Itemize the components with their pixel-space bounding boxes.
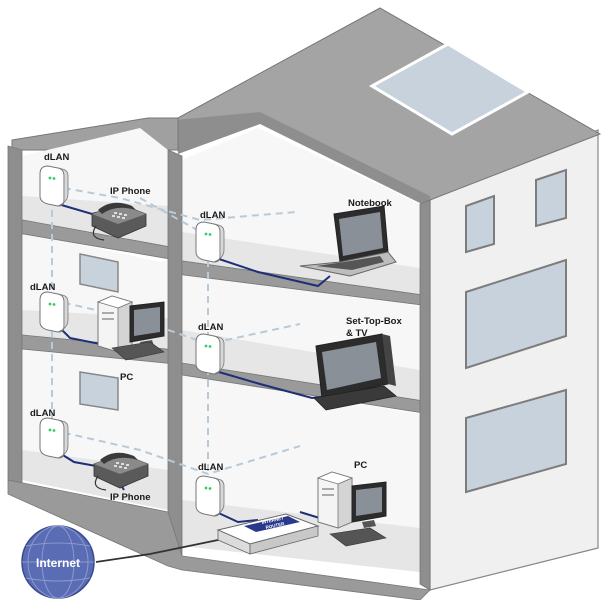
dlan-adapter-icon	[195, 475, 225, 517]
dlan-label-mid-left: dLAN	[30, 282, 55, 293]
wall-right-edge	[419, 199, 431, 591]
dlan-label-top-right: dLAN	[200, 210, 225, 221]
house-side-wall	[429, 129, 599, 591]
window-left-mid	[79, 253, 119, 293]
window-left-bot	[79, 371, 119, 411]
router-label-line2: ROUTER	[265, 521, 285, 530]
foundation	[7, 479, 431, 600]
notebook-icon	[299, 205, 397, 277]
pc-label-left: PC	[120, 372, 133, 383]
dlan-label-bot-left: dLAN	[30, 408, 55, 419]
dlan-label-top-left: dLAN	[44, 152, 69, 163]
dlan-label-mid-right: dLAN	[198, 322, 223, 333]
ip-phone-label-bottom: IP Phone	[110, 492, 150, 503]
dlan-adapter-icon	[195, 333, 225, 375]
ip-phone-label-top: IP Phone	[110, 186, 150, 197]
dlan-adapter-icon	[39, 165, 69, 207]
dlan-adapter-icon	[39, 417, 69, 459]
router-label-line1: INTERNET	[261, 515, 284, 525]
dlan-adapter-icon	[39, 291, 69, 333]
keyboard-icon	[329, 527, 387, 547]
globe-icon	[21, 525, 95, 599]
floor-rt	[182, 232, 420, 296]
skylight	[368, 42, 532, 136]
pc-tower-icon	[317, 471, 353, 529]
tv-icon	[315, 333, 396, 399]
internet-label: Internet	[36, 556, 80, 570]
router-icon: INTERNET ROUTER	[216, 513, 320, 555]
exterior-windows	[465, 168, 567, 494]
device-labels: dLAN IP Phone dLAN Notebook dLAN dLAN Se…	[30, 152, 402, 503]
dlan-label-bot-right: dLAN	[198, 462, 223, 473]
pc-tower-icon	[97, 295, 133, 353]
settop-label-line1: Set-Top-Box	[346, 316, 402, 327]
dlan-adapter-icon	[195, 221, 225, 263]
set-top-box-icon	[313, 385, 397, 411]
house	[7, 7, 602, 600]
pc-label-right: PC	[354, 460, 367, 471]
wall-left	[7, 145, 23, 489]
keyboard-icon	[111, 341, 165, 361]
roof-fascia	[175, 112, 430, 208]
settop-label-line2: & TV	[346, 328, 368, 339]
notebook-label: Notebook	[348, 198, 393, 209]
